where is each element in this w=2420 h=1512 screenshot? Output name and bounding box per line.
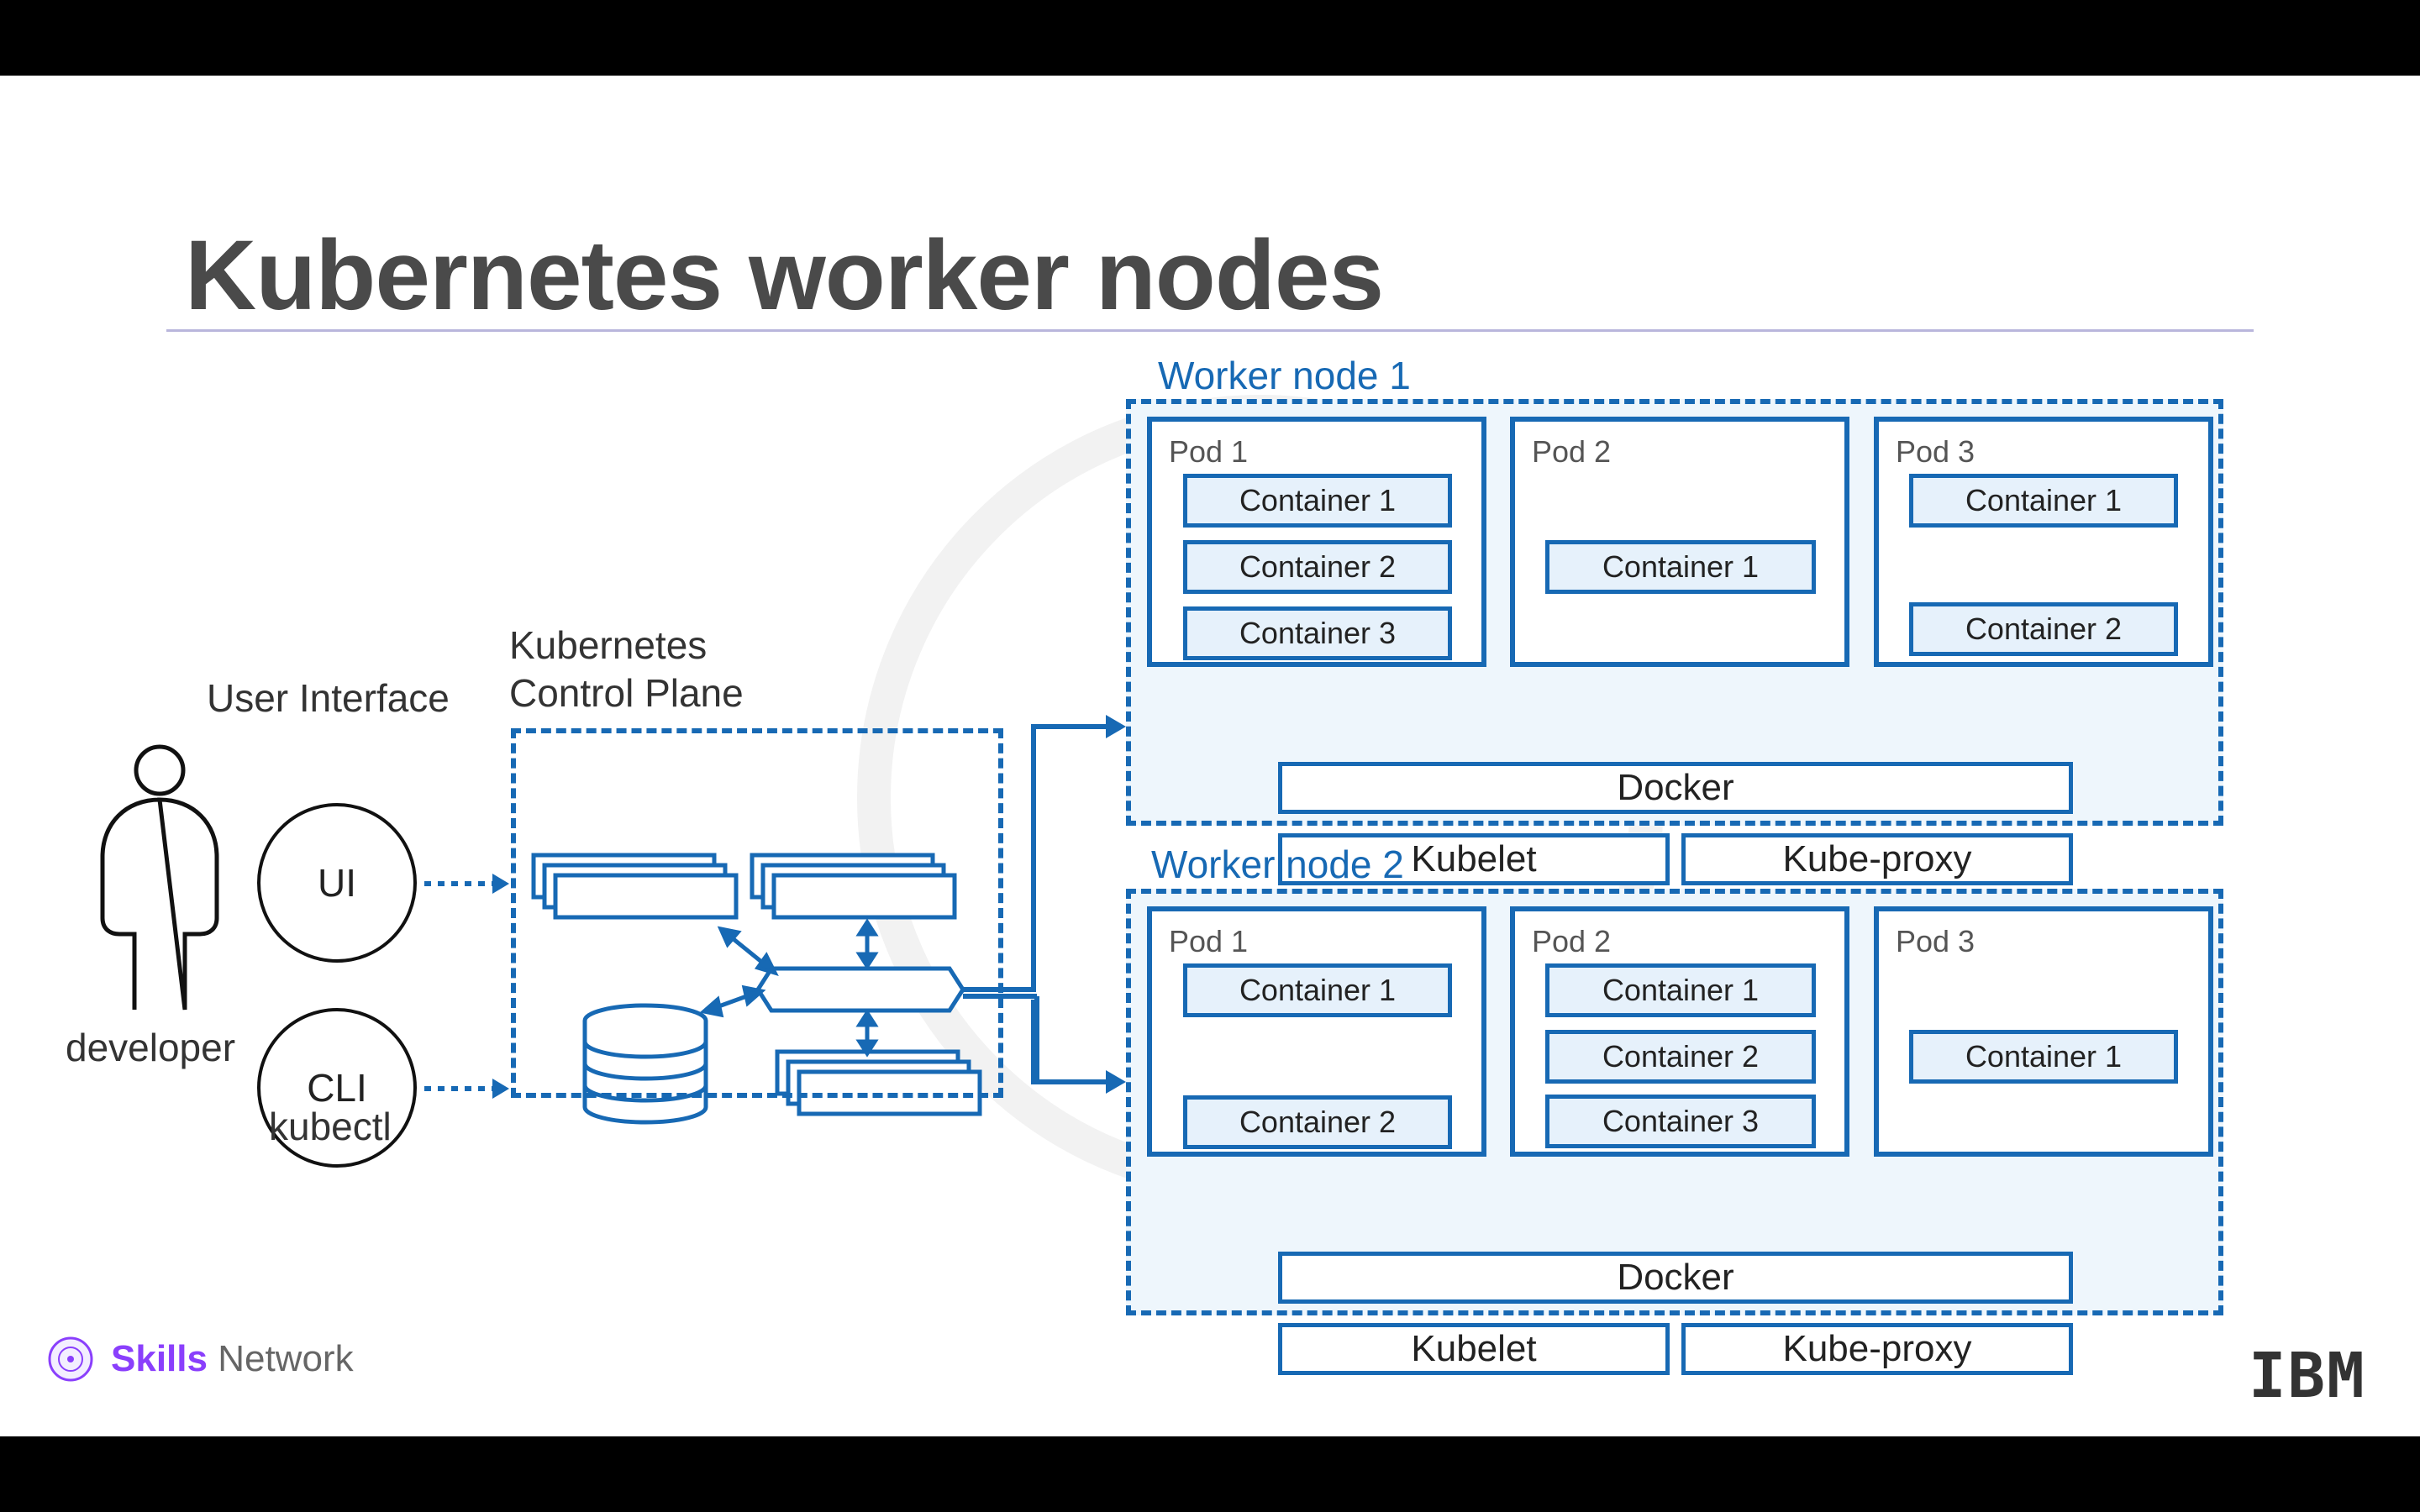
control-plane-heading-line1: Kubernetes	[509, 623, 708, 667]
kube-proxy-bar: Kube-proxy	[1681, 833, 2073, 885]
ibm-logo: IBM	[2249, 1340, 2366, 1412]
node1-pod-3: Pod 3 Container 1 Container 2	[1874, 417, 2213, 667]
worker-node-2: Pod 1 Container 1 Container 2 Pod 2 Cont…	[1126, 889, 2223, 1375]
control-plane-internal-arrows	[699, 918, 879, 1058]
pod-label: Pod 1	[1169, 924, 1249, 958]
container: Container 3	[1183, 606, 1452, 660]
container: Container 2	[1545, 1030, 1816, 1084]
node2-pod-3: Pod 3 Container 1	[1874, 906, 2213, 1157]
user-interface-heading: User Interface	[207, 676, 450, 720]
pod-label: Pod 1	[1169, 434, 1249, 469]
cli-circle[interactable]: CLI	[257, 1008, 417, 1168]
title-divider	[166, 329, 2254, 332]
pod-label: Pod 3	[1896, 924, 1975, 958]
node2-pod-1: Pod 1 Container 1 Container 2	[1147, 906, 1486, 1157]
docker-bar: Docker	[1278, 1252, 2073, 1304]
container: Container 1	[1545, 540, 1816, 594]
container: Container 1	[1545, 963, 1816, 1017]
brand-bold: Skills	[111, 1338, 208, 1379]
container: Container 1	[1909, 474, 2178, 528]
pod-label: Pod 3	[1896, 434, 1975, 469]
pod-label: Pod 2	[1532, 924, 1612, 958]
ui-label: UI	[318, 861, 356, 905]
node2-arrowhead	[1106, 1070, 1126, 1094]
page-title: Kubernetes worker nodes	[185, 220, 1384, 331]
container: Container 2	[1909, 602, 2178, 656]
skills-network-logo: Skills Network	[47, 1336, 354, 1383]
pod-label: Pod 2	[1532, 434, 1612, 469]
container: Container 1	[1183, 963, 1452, 1017]
skills-network-wordmark: Skills Network	[111, 1338, 354, 1380]
kube-proxy-bar: Kube-proxy	[1681, 1323, 2073, 1375]
node1-pod-2: Pod 2 Container 1	[1510, 417, 1849, 667]
brand-rest: Network	[207, 1338, 354, 1379]
container: Container 3	[1545, 1095, 1816, 1148]
slide: Kubernetes worker nodes	[0, 76, 2420, 1436]
container: Container 2	[1183, 540, 1452, 594]
kubelet-bar: Kubelet	[1278, 833, 1670, 885]
skills-network-icon	[48, 1336, 93, 1382]
container: Container 1	[1909, 1030, 2178, 1084]
developer-label: developer	[66, 1026, 236, 1069]
container: Container 1	[1183, 474, 1452, 528]
worker-node-1-title: Worker node 1	[1158, 354, 1411, 397]
docker-bar: Docker	[1278, 762, 2073, 814]
scheduler-stack	[750, 853, 957, 920]
worker-node-1: Pod 1 Container 1 Container 2 Container …	[1126, 399, 2223, 885]
api-server-stack-1	[531, 853, 739, 920]
node1-pod-1: Pod 1 Container 1 Container 2 Container …	[1147, 417, 1486, 667]
container: Container 2	[1183, 1095, 1452, 1149]
cli-label: CLI	[307, 1066, 367, 1110]
developer-icon	[100, 744, 219, 1011]
kubectl-label: kubectl	[269, 1105, 392, 1148]
ui-circle[interactable]: UI	[257, 803, 417, 963]
node1-arrowhead	[1106, 715, 1126, 738]
control-plane-heading-line2: Control Plane	[509, 671, 744, 715]
cli-arrowhead	[492, 1079, 509, 1099]
control-plane-box	[511, 728, 1003, 1098]
node2-pod-2: Pod 2 Container 1 Container 2 Container …	[1510, 906, 1849, 1157]
kubelet-bar: Kubelet	[1278, 1323, 1670, 1375]
ui-arrowhead	[492, 874, 509, 894]
worker-node-2-title: Worker node 2	[1151, 843, 1404, 886]
